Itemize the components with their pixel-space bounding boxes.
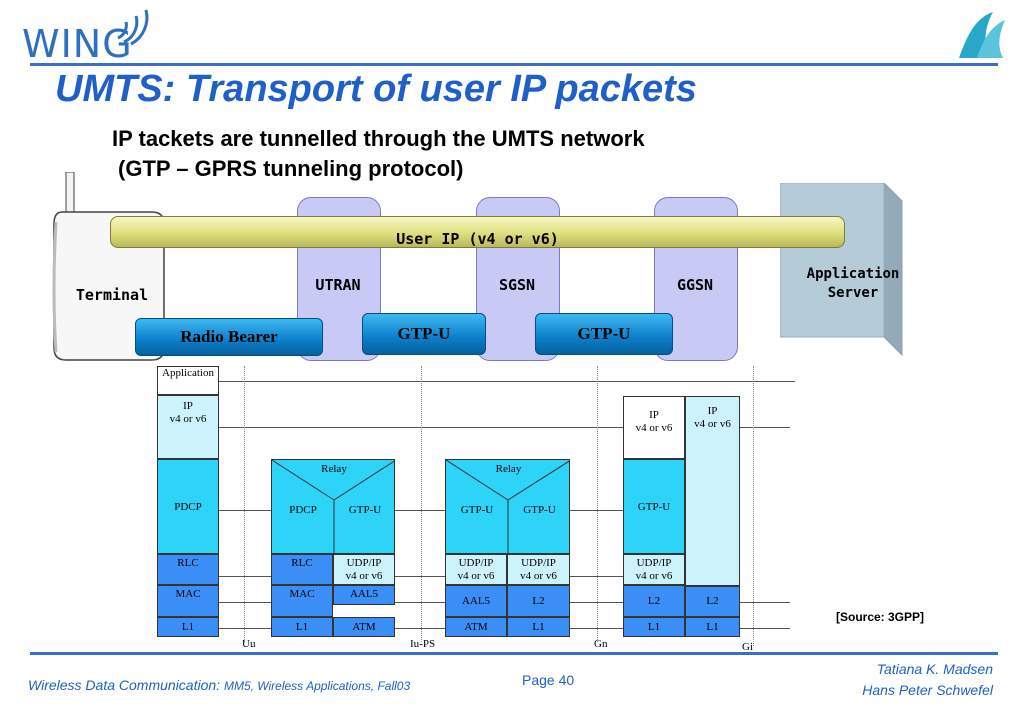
radio-bearer-pill: Radio Bearer xyxy=(135,318,323,356)
terminal-label: Terminal xyxy=(75,286,149,304)
ggsn-l2-left-layer: L2 xyxy=(623,585,685,617)
header-rule xyxy=(30,63,998,66)
footer-author-2: Hans Peter Schwefel xyxy=(862,682,993,698)
ggsn-l2-right-layer: L2 xyxy=(685,586,740,617)
utran-atm-layer: ATM xyxy=(333,617,395,637)
l1-gn-line xyxy=(570,628,623,629)
sgsn-gtpu-left-label: GTP-U xyxy=(460,504,494,516)
ggsn-l1-left-layer: L1 xyxy=(623,617,685,637)
application-server-box xyxy=(780,183,904,357)
user-ip-tunnel-bar: User IP (v4 or v6) xyxy=(110,216,845,248)
utran-rlc-layer: RLC xyxy=(271,554,333,585)
iu-ps-divider xyxy=(421,366,422,642)
wireless-signal-icon xyxy=(117,9,149,46)
wing-logo-text: WING xyxy=(22,22,133,66)
utran-aal5-layer: AAL5 xyxy=(333,585,395,605)
sgsn-atm-layer: ATM xyxy=(445,617,507,637)
terminal-rlc-layer: RLC xyxy=(157,554,219,585)
sgsn-relay-lines xyxy=(446,460,569,553)
sgsn-l2-layer: L2 xyxy=(507,585,570,617)
interface-gn-label: Gn xyxy=(594,638,608,650)
sgsn-l1-layer: L1 xyxy=(507,617,570,637)
wave-logo-icon xyxy=(959,12,1005,58)
source-note: [Source: 3GPP] xyxy=(836,610,925,624)
subtitle-line-1: IP tackets are tunnelled through the UMT… xyxy=(112,126,645,151)
sgsn-relay-block: Relay GTP-U GTP-U xyxy=(445,459,570,554)
utran-gtpu-label: GTP-U xyxy=(348,504,382,516)
user-ip-label: User IP (v4 or v6) xyxy=(396,230,559,248)
interface-gi-label: Gi xyxy=(742,641,753,653)
l1-uu-line xyxy=(219,628,271,629)
footer-rule xyxy=(30,652,998,655)
gn-divider xyxy=(597,366,598,642)
gtpu-iu-line xyxy=(395,510,445,511)
l2-gi-line xyxy=(740,602,790,603)
rlc-peer-line xyxy=(219,576,271,577)
terminal-application-layer: Application xyxy=(157,366,219,395)
l2-gn-line xyxy=(570,602,623,603)
app-server-label-1: Application xyxy=(806,266,900,282)
footer-author-1: Tatiana K. Madsen xyxy=(876,661,993,677)
sgsn-aal5-layer: AAL5 xyxy=(445,585,507,617)
atm-iu-line xyxy=(395,628,445,629)
sgsn-label: SGSN xyxy=(498,276,536,294)
gtpu-pill-iu: GTP-U xyxy=(362,313,486,355)
utran-l1-layer: L1 xyxy=(271,617,333,637)
utran-relay-block: Relay PDCP GTP-U xyxy=(271,459,395,554)
gi-divider xyxy=(753,366,754,646)
ggsn-label: GGSN xyxy=(676,276,714,294)
subtitle-line-2: (GTP – GPRS tunneling protocol) xyxy=(118,156,464,181)
l1-gi-line xyxy=(740,628,790,629)
terminal-l1-layer: L1 xyxy=(157,617,219,637)
app-server-label-2: Server xyxy=(827,285,879,301)
utran-relay-label: Relay xyxy=(321,463,347,475)
sgsn-gtpu-right-label: GTP-U xyxy=(523,504,556,516)
terminal-pdcp-layer: PDCP xyxy=(157,459,219,554)
utran-relay-lines xyxy=(272,460,394,553)
page-title: UMTS: Transport of user IP packets xyxy=(55,68,697,110)
ggsn-gtpu-layer: GTP-U xyxy=(623,459,685,554)
interface-iu-ps-label: Iu-PS xyxy=(410,638,436,650)
sgsn-relay-label: Relay xyxy=(495,463,522,475)
footer-course-name: Wireless Data Communication: xyxy=(28,677,221,693)
page-number: Page 40 xyxy=(522,672,575,688)
udpip-iu-line xyxy=(395,576,445,577)
interface-uu-label: Uu xyxy=(242,638,256,650)
gtpu-pill-gn: GTP-U xyxy=(535,313,673,355)
footer-course-detail: MM5, Wireless Applications, Fall03 xyxy=(223,679,411,693)
terminal-mac-layer: MAC xyxy=(157,585,219,617)
pdcp-peer-line xyxy=(219,510,271,511)
uu-divider xyxy=(244,366,245,642)
ggsn-l1-right-layer: L1 xyxy=(685,617,740,637)
ip-gi-line xyxy=(740,427,790,428)
gtpu-gn-line xyxy=(570,510,623,511)
utran-label: UTRAN xyxy=(315,276,361,294)
footer-course: Wireless Data Communication: MM5, Wirele… xyxy=(28,677,410,693)
utran-pdcp-label: PDCP xyxy=(289,504,317,516)
mac-peer-line xyxy=(219,602,271,603)
utran-mac-layer: MAC xyxy=(271,585,333,617)
udpip-gn-line xyxy=(570,576,623,577)
application-peer-line xyxy=(219,381,795,382)
aal5-peer-line xyxy=(395,602,445,603)
